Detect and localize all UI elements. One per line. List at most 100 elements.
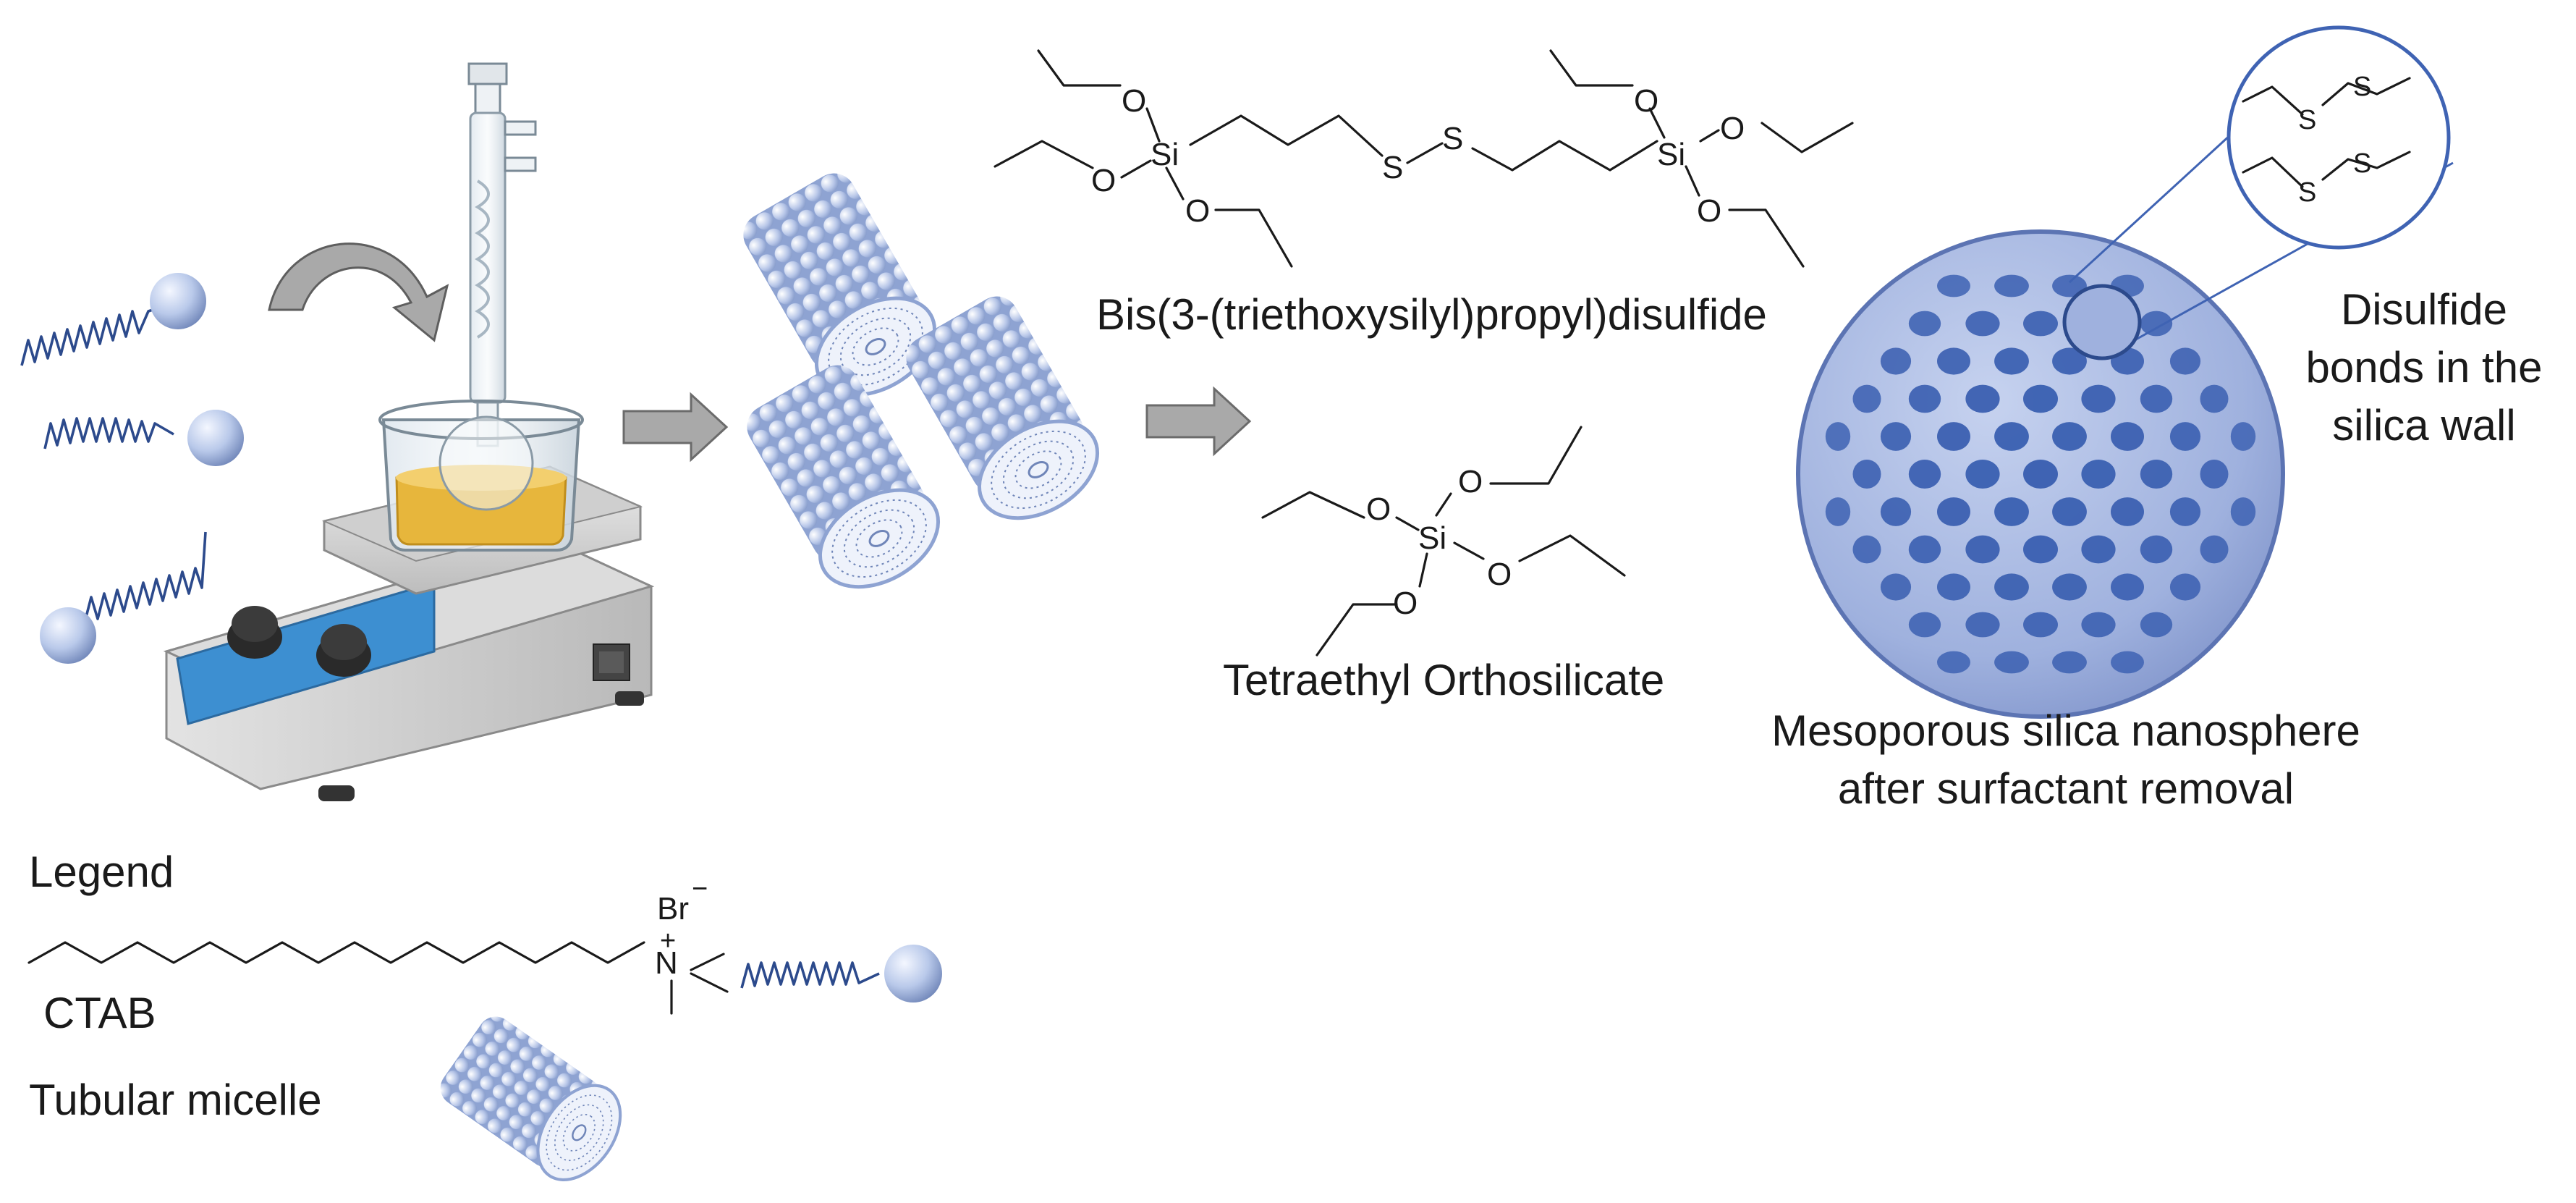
nanosphere-label-line2: after surfactant removal bbox=[1837, 764, 2295, 813]
bromide-label: Br bbox=[657, 891, 689, 926]
pore-icon bbox=[2169, 573, 2201, 601]
tubular-micelle-label: Tubular micelle bbox=[29, 1076, 322, 1124]
pore-icon bbox=[1937, 274, 1970, 297]
teos-label: Tetraethyl Orthosilicate bbox=[1223, 656, 1665, 704]
nanosphere-label: Mesoporous silica nanosphere after surfa… bbox=[1700, 702, 2431, 818]
process-arrow-icon bbox=[622, 392, 729, 463]
pore-icon bbox=[2023, 311, 2058, 337]
sulfur-atom: S bbox=[2298, 177, 2316, 208]
pore-icon bbox=[1994, 274, 2029, 297]
oxygen-atom: O bbox=[1091, 163, 1116, 198]
surfactant-molecule-icon bbox=[40, 531, 207, 664]
silica-wall-label: Disulfide bonds in the silica wall bbox=[2279, 281, 2569, 455]
pore-icon bbox=[2230, 497, 2256, 526]
beaker-icon bbox=[378, 400, 584, 552]
process-arrow-icon bbox=[1145, 386, 1252, 457]
pore-icon bbox=[2140, 535, 2173, 564]
sulfur-atom: S bbox=[2353, 148, 2371, 179]
oxygen-atom: O bbox=[1185, 193, 1210, 229]
pore-icon bbox=[1908, 460, 1941, 489]
pore-icon bbox=[2140, 460, 2173, 489]
disulfide-silane-structure: O O O Si S S O Si O O bbox=[993, 49, 1854, 268]
pore-icon bbox=[1937, 347, 1970, 375]
pore-icon bbox=[2081, 535, 2116, 564]
pore-icon bbox=[1880, 347, 1912, 375]
surfactant-molecule-icon bbox=[43, 410, 244, 466]
pore-icon bbox=[2140, 612, 2173, 638]
oxygen-atom: O bbox=[1487, 557, 1512, 592]
silica-nanosphere-icon bbox=[1796, 229, 2285, 719]
pore-icon bbox=[2169, 422, 2201, 451]
surfactant-molecule-icon bbox=[740, 945, 942, 1002]
pore-icon bbox=[1937, 651, 1970, 674]
pore-icon bbox=[1908, 311, 1941, 337]
nitrogen-atom: N bbox=[655, 945, 678, 981]
pore-icon bbox=[1937, 497, 1970, 526]
tubular-micelle-icon bbox=[737, 356, 955, 607]
oxygen-atom: O bbox=[1122, 83, 1146, 119]
pore-icon bbox=[2023, 612, 2058, 638]
pore-icon bbox=[1994, 573, 2029, 601]
pore-icon bbox=[2111, 497, 2144, 526]
pore-icon bbox=[2081, 384, 2116, 413]
pore-icon bbox=[1937, 422, 1970, 451]
pore-icon bbox=[1852, 535, 1881, 564]
reflux-condenser-icon bbox=[467, 62, 537, 447]
sulfur-atom: S bbox=[1442, 121, 1463, 156]
nanosphere-label-line1: Mesoporous silica nanosphere bbox=[1771, 706, 2360, 755]
pore-icon bbox=[2140, 384, 2173, 413]
pore-icon bbox=[1994, 651, 2029, 674]
pore-icon bbox=[2230, 422, 2256, 451]
surfactant-molecule-icon bbox=[20, 273, 206, 366]
tubular-micelle-icon bbox=[433, 1008, 637, 1195]
oxygen-atom: O bbox=[1720, 111, 1745, 146]
pore-icon bbox=[1852, 384, 1881, 413]
silica-wall-label-line3: silica wall bbox=[2332, 401, 2516, 449]
pore-icon bbox=[2052, 274, 2087, 297]
ctab-label: CTAB bbox=[43, 989, 156, 1037]
magnifier-circle-icon: S S S S bbox=[2062, 25, 2454, 360]
pore-icon bbox=[2111, 651, 2144, 674]
oxygen-atom: O bbox=[1697, 193, 1721, 229]
pore-icon bbox=[1880, 497, 1912, 526]
pore-icon bbox=[2169, 347, 2201, 375]
ammonium-charge: + bbox=[660, 926, 676, 956]
pore-icon bbox=[1908, 384, 1941, 413]
pore-icon bbox=[2081, 460, 2116, 489]
ctab-structure: N + Br − bbox=[27, 874, 729, 1015]
pore-icon bbox=[2052, 573, 2087, 601]
pore-icon bbox=[2111, 573, 2144, 601]
sulfur-atom: S bbox=[1382, 150, 1403, 185]
silicon-atom: Si bbox=[1657, 137, 1685, 172]
disulfide-silane-label: Bis(3-(triethoxysilyl)propyl)disulfide bbox=[1096, 290, 1767, 339]
pore-icon bbox=[1880, 422, 1912, 451]
pore-icon bbox=[2052, 347, 2087, 375]
pore-pattern bbox=[1825, 274, 2256, 674]
pore-icon bbox=[2052, 651, 2087, 674]
pore-icon bbox=[2081, 612, 2116, 638]
pore-icon bbox=[1994, 422, 2029, 451]
legend-title: Legend bbox=[29, 848, 174, 896]
silicon-atom: Si bbox=[1151, 137, 1179, 172]
pore-icon bbox=[1965, 311, 2000, 337]
pore-icon bbox=[1994, 497, 2029, 526]
pore-icon bbox=[2023, 535, 2058, 564]
pore-icon bbox=[2140, 311, 2173, 337]
oxygen-atom: O bbox=[1366, 491, 1391, 527]
silica-wall-label-line1: Disulfide bbox=[2340, 285, 2508, 334]
curved-arrow-icon bbox=[268, 242, 449, 342]
oxygen-atom: O bbox=[1458, 464, 1483, 499]
pore-icon bbox=[1825, 422, 1851, 451]
pore-icon bbox=[2023, 384, 2058, 413]
pore-icon bbox=[1965, 384, 2000, 413]
pore-icon bbox=[1825, 497, 1851, 526]
pore-icon bbox=[2052, 422, 2087, 451]
pore-icon bbox=[2200, 384, 2229, 413]
sulfur-atom: S bbox=[2298, 105, 2316, 135]
oxygen-atom: O bbox=[1393, 586, 1418, 621]
oxygen-atom: O bbox=[1634, 83, 1658, 119]
pore-icon bbox=[2200, 460, 2229, 489]
pore-icon bbox=[2023, 460, 2058, 489]
pore-icon bbox=[1908, 612, 1941, 638]
